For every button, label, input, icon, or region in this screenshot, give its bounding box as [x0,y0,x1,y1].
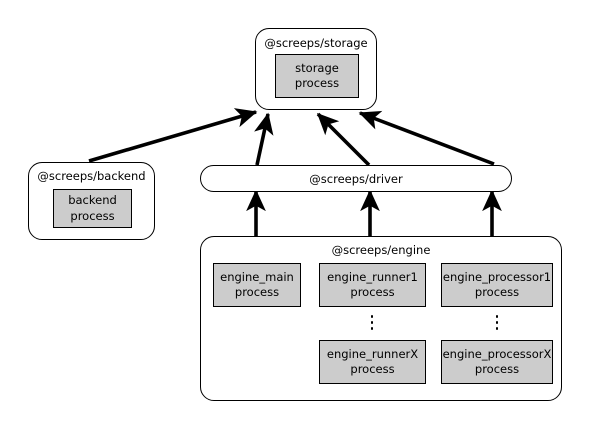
process-engine-processor1-name: engine_processor1 [442,269,552,284]
process-engine-processorX-kind: process [474,362,520,376]
process-engine-runner1[interactable]: engine_runner1 process [319,263,426,307]
process-backend-name: backend [68,193,117,208]
vertical-ellipsis-icon-processor [494,315,500,330]
package-backend-title: @screeps/backend [37,169,146,183]
process-engine-processorX[interactable]: engine_processorX process [441,340,553,384]
arrow-driver-to-storage-right [358,110,495,166]
process-engine-processor1-kind: process [474,285,520,299]
package-backend[interactable]: @screeps/backend backend process [28,162,155,240]
arrow-backend-to-storage [88,108,258,163]
arrow-driver-to-storage-left [254,112,274,166]
process-engine-processorX-name: engine_processorX [442,346,552,361]
package-storage[interactable]: @screeps/storage storage process [255,28,377,110]
package-engine-title: @screeps/engine [331,243,431,257]
process-storage[interactable]: storage process [275,54,359,98]
process-storage-name: storage [295,60,339,75]
package-engine[interactable]: @screeps/engine engine_main process engi… [200,236,562,401]
process-engine-runnerX-name: engine_runnerX [326,346,419,361]
vertical-ellipsis-icon-runner [369,315,375,330]
process-engine-processor1[interactable]: engine_processor1 process [441,263,553,307]
arrow-driver-to-storage-middle [316,112,371,167]
process-engine-runner1-name: engine_runner1 [327,269,418,284]
package-driver[interactable]: @screeps/driver [200,165,512,192]
process-engine-runnerX[interactable]: engine_runnerX process [319,340,426,384]
process-engine-runnerX-kind: process [350,362,395,376]
process-backend[interactable]: backend process [53,189,132,228]
package-storage-title: @screeps/storage [264,36,368,50]
process-engine-main-name: engine_main [220,269,294,284]
package-driver-title: @screeps/driver [309,171,403,186]
process-storage-kind: process [294,76,340,90]
process-backend-kind: process [70,208,115,223]
process-engine-main[interactable]: engine_main process [213,263,301,307]
process-engine-main-kind: process [234,285,280,299]
process-engine-runner1-kind: process [350,285,395,299]
